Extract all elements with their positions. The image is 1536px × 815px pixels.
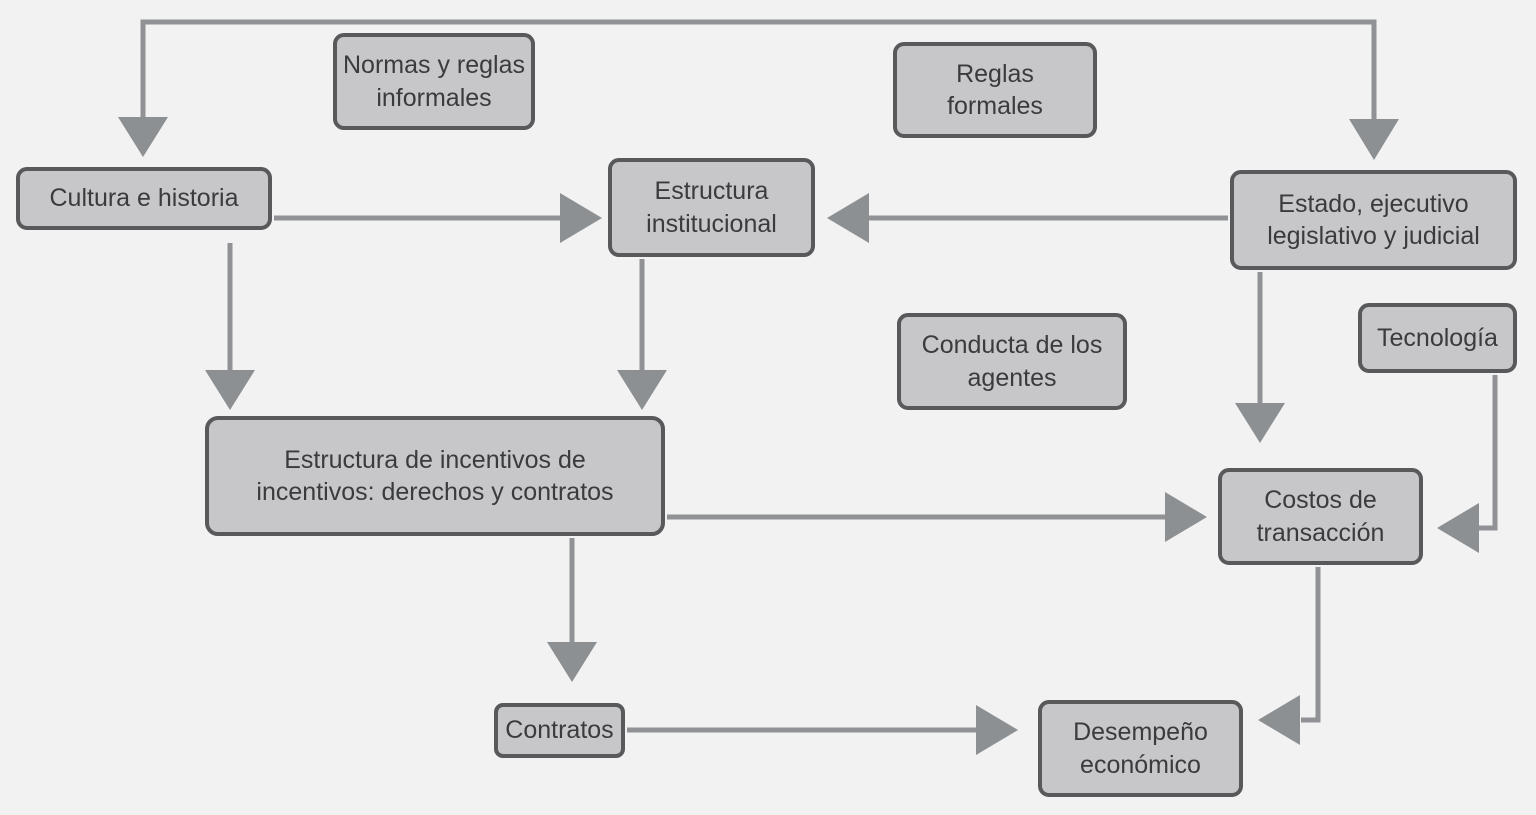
node-normas-y-reglas-informales: Normas y reglas informales [333,33,535,130]
edge-tecnologia-to-costos [1437,375,1498,553]
node-label-estructura-incentivos: Estructura de incentivos de incentivos: … [256,445,614,507]
edge-cultura-to-estructura-institucional [274,193,602,243]
edge-cultura-to-incentivos [205,243,255,410]
node-label-conducta-agentes: Conducta de los agentes [921,331,1103,392]
node-label-costos-transaccion: Costos de transacción [1256,486,1385,547]
edge-estado-to-costos [1235,272,1285,443]
node-label-cultura-historia: Cultura e historia [49,184,239,213]
node-estructura-de-incentivos: Estructura de incentivos de incentivos: … [205,416,665,536]
node-contratos: Contratos [494,703,625,758]
node-label-reglas-formales: Reglas formales [947,59,1043,121]
edge-estado-to-estructura-institucional [827,193,1228,243]
edge-top-rail [118,19,1399,160]
node-label-desempeno-economico: Desempeño económico [1073,718,1208,779]
node-estructura-institucional: Estructura institucional [608,158,815,257]
edge-incentivos-to-costos [667,492,1207,542]
node-conducta-de-los-agentes: Conducta de los agentes [897,313,1127,410]
node-label-tecnologia: Tecnología [1377,323,1498,352]
node-cultura-e-historia: Cultura e historia [16,167,272,230]
edge-incentivos-to-contratos [547,538,597,682]
node-desempeno-economico: Desempeño económico [1038,700,1243,797]
node-label-contratos: Contratos [505,716,614,745]
node-tecnologia: Tecnología [1358,303,1517,373]
node-estado-ejecutivo-legislativo-judicial: Estado, ejecutivo legislativo y judicial [1230,170,1517,270]
edge-costos-to-desempeno [1258,567,1321,745]
node-label-estructura-institucional: Estructura institucional [646,177,777,238]
edge-estructura-institucional-to-incentivos [617,259,667,410]
node-costos-de-transaccion: Costos de transacción [1218,468,1423,565]
edge-contratos-to-desempeno [627,705,1018,755]
node-label-normas: Normas y reglas informales [343,51,525,112]
node-label-estado: Estado, ejecutivo legislativo y judicial [1267,189,1480,251]
node-reglas-formales: Reglas formales [893,42,1097,138]
